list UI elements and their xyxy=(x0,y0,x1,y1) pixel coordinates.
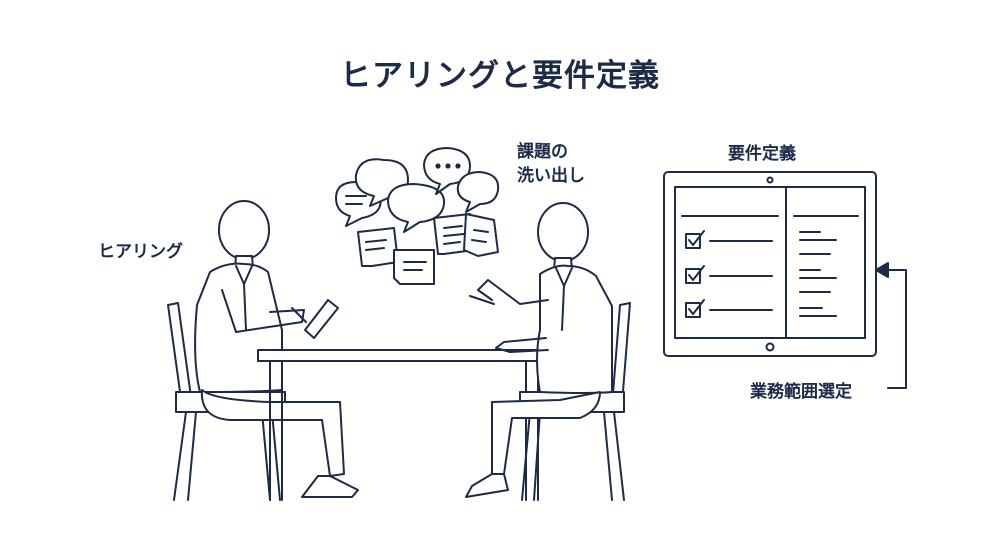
tablet-camera-icon xyxy=(766,176,774,184)
speech-bubble-icon xyxy=(456,171,500,213)
tablet xyxy=(663,171,877,357)
person-left-head-icon xyxy=(218,200,270,260)
hearing-label: ヒアリング xyxy=(98,242,183,262)
sticky-note-icon xyxy=(463,213,499,257)
speech-bubble-icon xyxy=(387,183,446,233)
issues-label-line1: 課題の xyxy=(517,142,568,162)
issues-label-line2: 洗い出し xyxy=(517,166,585,186)
pen-icon xyxy=(291,307,307,323)
checkbox-checked-icon xyxy=(685,302,701,318)
sticky-note-icon xyxy=(357,227,399,267)
person-right xyxy=(465,202,613,498)
issues-label: 課題の 洗い出し xyxy=(517,140,607,188)
bubble-lines xyxy=(345,163,461,205)
requirements-label: 要件定義 xyxy=(728,144,796,164)
checkbox-checked-icon xyxy=(685,268,701,284)
sticky-note-icon xyxy=(393,249,435,285)
scope-label: 業務範囲選定 xyxy=(750,382,852,402)
tablet-home-button-icon xyxy=(765,342,775,352)
notebook-icon xyxy=(304,299,339,339)
page-title: ヒアリングと要件定義 xyxy=(340,58,660,94)
person-right-head-icon xyxy=(537,202,589,262)
checkbox-checked-icon xyxy=(685,233,701,249)
sticky-notes xyxy=(357,213,499,285)
speech-bubble-icon xyxy=(423,147,471,195)
arrow-icon xyxy=(875,262,907,389)
tablet-screen xyxy=(674,186,866,339)
